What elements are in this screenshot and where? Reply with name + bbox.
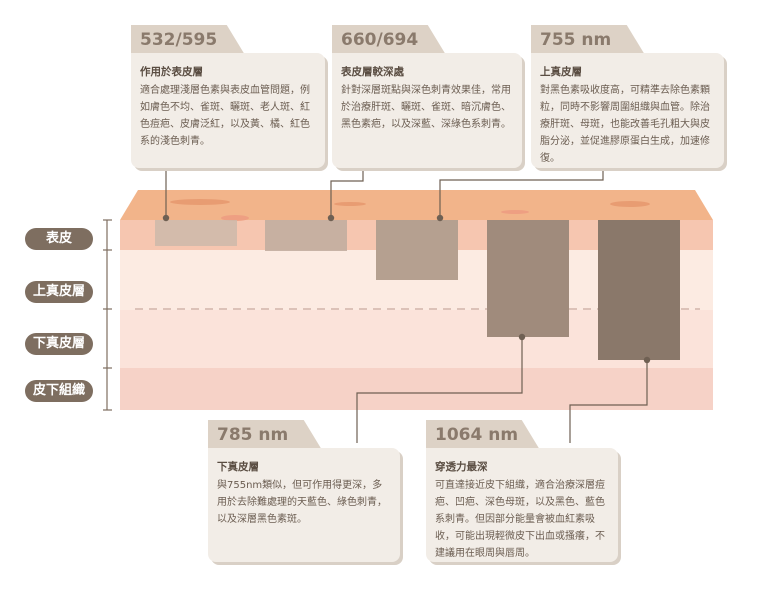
card-body: 表皮層較深處 針對深層斑點與深色刺青效果佳，常用於治療肝斑、曬斑、雀斑、暗沉膚色…: [332, 53, 522, 168]
card-text: 針對深層斑點與深色刺青效果佳，常用於治療肝斑、曬斑、雀斑、暗沉膚色、黑色素疤，以…: [341, 85, 511, 130]
skin-pore: [610, 201, 650, 207]
layer-label-lower-dermis: 下真皮層: [25, 333, 93, 355]
card-body: 作用於表皮層 適合處理淺層色素與表皮血管問題，例如膚色不均、雀斑、曬斑、老人斑、…: [131, 53, 325, 168]
skin-pore: [501, 210, 529, 214]
wavelength-tab: 755 nm: [531, 25, 645, 55]
card-body: 下真皮層 與755nm類似，但可作用得更深，多用於去除難處理的天藍色、綠色刺青，…: [208, 448, 400, 562]
card-text: 對黑色素吸收度高，可精準去除色素顆粒，同時不影響周圍組織與血管。除治療肝斑、母斑…: [540, 85, 710, 164]
wavelength-card-532: 532/595 nm 作用於表皮層 適合處理淺層色素與表皮血管問題，例如膚色不均…: [131, 25, 325, 168]
skin-pore: [334, 202, 366, 206]
card-title: 下真皮層: [217, 461, 259, 473]
subcutaneous-layer: [120, 368, 713, 410]
connector-785: [356, 337, 523, 443]
wavelength-tab: 785 nm: [208, 420, 322, 450]
connector-dot-1064: [643, 356, 651, 364]
skin-pore: [170, 199, 230, 205]
penetration-bar-532: [155, 220, 237, 246]
connector-755: [439, 168, 604, 218]
card-body: 上真皮層 對黑色素吸收度高，可精準去除色素顆粒，同時不影響周圍組織與血管。除治療…: [531, 53, 724, 168]
card-body: 穿透力最深 可直達接近皮下組織，適合治療深層痘疤、凹疤、深色母斑，以及黑色、藍色…: [426, 448, 618, 562]
penetration-bar-660: [265, 220, 347, 251]
epidermis-top-layer: [120, 190, 713, 220]
card-title: 穿透力最深: [435, 461, 488, 473]
layer-label-epidermis: 表皮: [25, 228, 93, 250]
card-text: 可直達接近皮下組織，適合治療深層痘疤、凹疤、深色母斑，以及黑色、藍色系刺青。但因…: [435, 480, 605, 559]
wavelength-card-785: 785 nm 下真皮層 與755nm類似，但可作用得更深，多用於去除難處理的天藍…: [208, 420, 400, 562]
connector-dot-660: [327, 214, 335, 222]
layer-label-upper-dermis: 上真皮層: [25, 281, 93, 303]
card-title: 表皮層較深處: [341, 66, 404, 78]
wavelength-card-1064: 1064 nm 穿透力最深 可直達接近皮下組織，適合治療深層痘疤、凹疤、深色母斑…: [426, 420, 618, 562]
wavelength-tab: 532/595 nm: [131, 25, 245, 55]
penetration-bar-755: [376, 220, 458, 280]
card-title: 上真皮層: [540, 66, 582, 78]
connector-dot-532: [162, 214, 170, 222]
skin-pore: [221, 215, 249, 221]
layer-label-subcutaneous: 皮下組織: [25, 380, 93, 402]
connector-dot-755: [436, 214, 444, 222]
wavelength-card-660: 660/694 nm 表皮層較深處 針對深層斑點與深色刺青效果佳，常用於治療肝斑…: [332, 25, 522, 168]
wavelength-card-755: 755 nm 上真皮層 對黑色素吸收度高，可精準去除色素顆粒，同時不影響周圍組織…: [531, 25, 724, 168]
connector-660: [330, 168, 364, 218]
card-title: 作用於表皮層: [140, 66, 203, 78]
card-text: 適合處理淺層色素與表皮血管問題，例如膚色不均、雀斑、曬斑、老人斑、紅色痘疤、皮膚…: [140, 85, 310, 147]
penetration-bar-785: [487, 220, 569, 337]
wavelength-tab: 1064 nm: [426, 420, 540, 450]
connectors: [165, 168, 648, 443]
connector-dots: [162, 214, 651, 364]
connector-1064: [569, 360, 648, 443]
layer-bracket: [103, 219, 112, 411]
penetration-bar-1064: [598, 220, 680, 360]
wavelength-tab: 660/694 nm: [332, 25, 446, 55]
connector-dot-785: [518, 333, 526, 341]
card-text: 與755nm類似，但可作用得更深，多用於去除難處理的天藍色、綠色刺青，以及深層黑…: [217, 480, 387, 525]
